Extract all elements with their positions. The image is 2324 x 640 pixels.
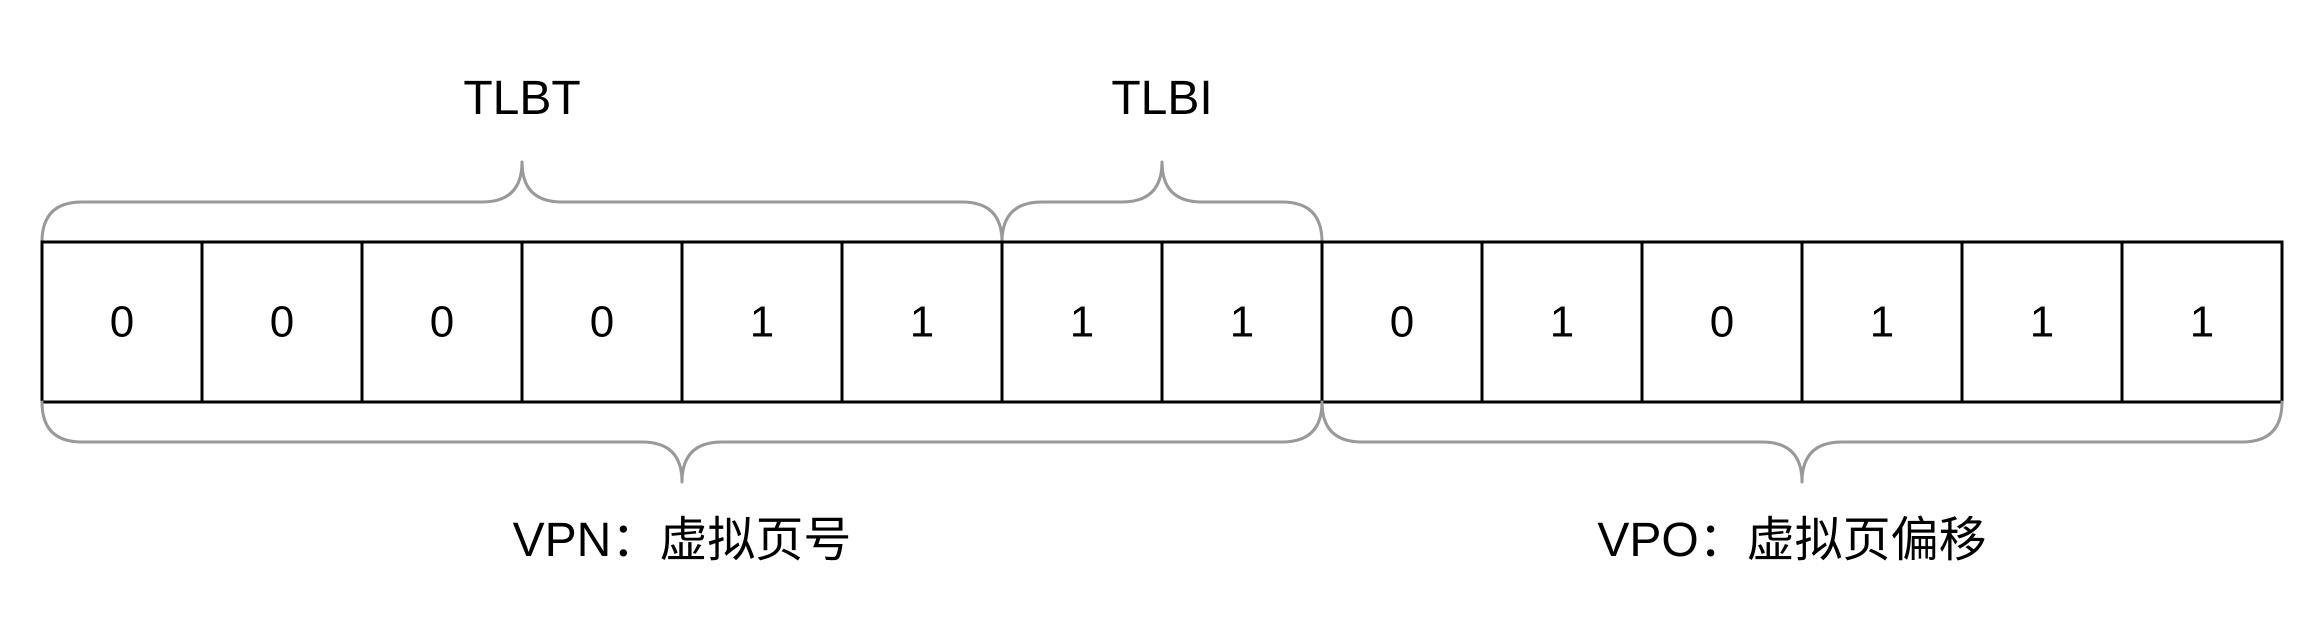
bit-value: 0	[1390, 298, 1414, 347]
bit-value: 1	[2030, 298, 2054, 347]
bit-cell	[40, 240, 204, 404]
bit-value: 1	[1230, 298, 1254, 347]
bit-cell	[680, 240, 844, 404]
bit-value: 1	[910, 298, 934, 347]
bit-cell	[1160, 240, 1324, 404]
vpo-brace	[1320, 400, 2284, 484]
vpn-brace	[40, 400, 1324, 484]
bit-value: 0	[270, 298, 294, 347]
bit-value: 0	[590, 298, 614, 347]
bit-value: 0	[110, 298, 134, 347]
vpn-label: VPN：虚拟页号	[513, 514, 852, 567]
vpo-label: VPO：虚拟页偏移	[1597, 514, 1986, 567]
bit-cell	[1480, 240, 1644, 404]
bit-cell	[360, 240, 524, 404]
bit-value: 1	[1870, 298, 1894, 347]
bit-value: 0	[430, 298, 454, 347]
bit-cells: 0 0 0 0 1 1 1 1 0 1 0 1 1 1	[40, 240, 2284, 404]
bit-value: 1	[2190, 298, 2214, 347]
bit-value: 0	[1710, 298, 1734, 347]
tlbt-brace	[40, 160, 1004, 244]
bit-value: 1	[750, 298, 774, 347]
tlbi-brace	[1000, 160, 1324, 244]
bit-cell	[1800, 240, 1964, 404]
bit-cell	[2120, 240, 2284, 404]
bit-cell	[200, 240, 364, 404]
bit-cell	[1000, 240, 1164, 404]
bit-value: 1	[1070, 298, 1094, 347]
bit-value: 1	[1550, 298, 1574, 347]
tlbt-label: TLBT	[463, 72, 580, 125]
bit-cell	[840, 240, 1004, 404]
tlbi-label: TLBI	[1111, 72, 1212, 125]
bit-cell	[1320, 240, 1484, 404]
bit-cell	[1960, 240, 2124, 404]
